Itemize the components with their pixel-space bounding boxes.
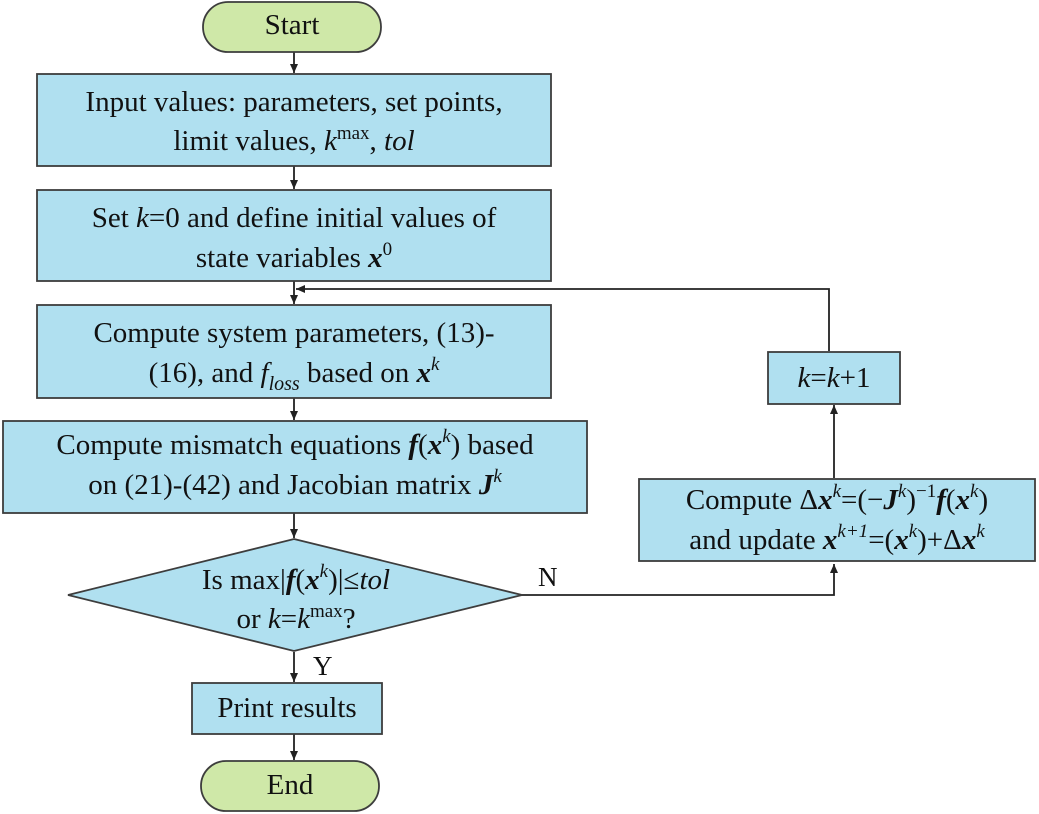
start-label: Start bbox=[265, 9, 320, 41]
increment-box bbox=[767, 351, 901, 405]
input-values-line1: Input values: parameters, set points, bbox=[85, 86, 502, 118]
mismatch-line1: Compute mismatch equations f(xk) based bbox=[56, 426, 534, 461]
print-results-box bbox=[191, 682, 383, 735]
connectors bbox=[290, 52, 838, 760]
branch-no-label: N bbox=[538, 562, 558, 592]
update-line1: Compute Δxk=(−Jk)−1f(xk) bbox=[686, 481, 988, 516]
increment-label: k=k+1 bbox=[798, 362, 871, 394]
compute-system-line2: (16), and floss based on xk bbox=[149, 354, 440, 395]
initialize-line1: Set k=0 and define initial values of bbox=[92, 202, 497, 234]
print-results-label: Print results bbox=[217, 692, 356, 724]
initialize-line2: state variables x0 bbox=[196, 239, 392, 274]
decision-line2: or k=kmax? bbox=[236, 601, 355, 635]
input-values-line2: limit values, kmax, tol bbox=[173, 123, 414, 157]
end-label: End bbox=[267, 769, 314, 801]
arrow-increment-loop-back bbox=[296, 285, 830, 351]
update-line2: and update xk+1=(xk)+Δxk bbox=[689, 521, 985, 556]
mismatch-box bbox=[2, 420, 588, 514]
arrow-decision-no-to-update bbox=[522, 564, 838, 596]
initialize-box bbox=[36, 189, 552, 282]
update-box bbox=[638, 478, 1036, 562]
convergence-decision bbox=[67, 538, 523, 652]
start-terminal bbox=[202, 1, 382, 53]
compute-system-box bbox=[36, 304, 552, 399]
mismatch-line2: on (21)-(42) and Jacobian matrix Jk bbox=[88, 466, 502, 501]
input-values-box bbox=[36, 73, 552, 167]
end-terminal bbox=[200, 760, 380, 812]
decision-line1: Is max|f(xk)|≤tol bbox=[202, 561, 390, 596]
compute-system-line1: Compute system parameters, (13)- bbox=[93, 317, 494, 349]
branch-yes-label: Y bbox=[313, 651, 333, 681]
